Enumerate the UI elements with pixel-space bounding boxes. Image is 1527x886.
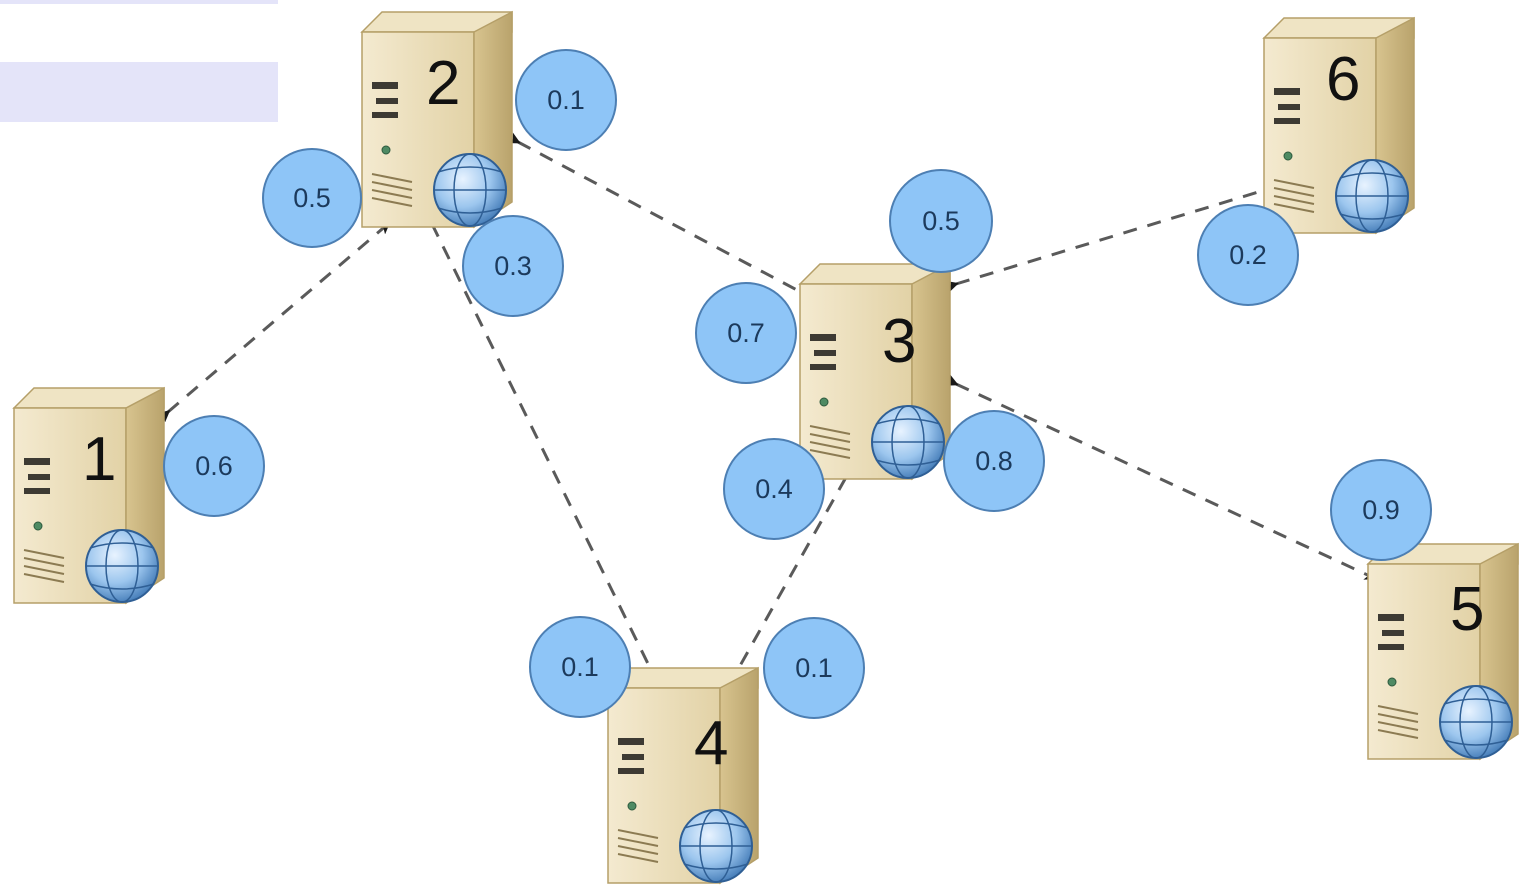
weight-badge-6-3: 0.2 [1197,204,1299,306]
weight-badge-2-1: 0.5 [262,148,362,248]
server-node-3[interactable]: 3 [799,263,951,480]
weight-value: 0.3 [494,251,532,281]
weight-value: 0.2 [1229,240,1267,270]
weight-value: 0.8 [975,446,1013,476]
server-number: 6 [1326,45,1360,114]
edge-2-3 [507,132,815,300]
edge-3-4 [730,445,868,683]
edge-3-6 [945,182,1281,293]
weight-value: 0.7 [727,318,765,348]
weight-badge-5-3: 0.9 [1330,459,1432,561]
server-with-globe-icon [13,387,165,604]
server-with-globe-icon [799,263,951,480]
weight-value: 0.1 [561,652,599,682]
edge-2-4 [422,213,658,683]
edges [157,132,1377,683]
weight-value: 0.1 [547,85,585,115]
server-with-globe-icon [361,11,513,228]
weight-badge-3-6: 0.5 [889,169,993,273]
weight-badge-3-4: 0.4 [723,438,825,540]
weight-badge-2-4: 0.3 [462,215,564,317]
weight-value: 0.5 [922,206,960,236]
weight-value: 0.6 [195,451,233,481]
weight-value: 0.4 [755,474,793,504]
server-node-1[interactable]: 1 [13,387,165,604]
server-node-5[interactable]: 5 [1367,543,1519,760]
weight-badge-1-2: 0.6 [163,415,265,517]
highlight-band-top [0,0,278,4]
server-node-4[interactable]: 4 [607,667,759,884]
weight-value: 0.5 [293,183,331,213]
server-number: 2 [426,49,460,118]
server-number: 5 [1450,575,1484,644]
server-number: 4 [694,709,728,778]
server-with-globe-icon [1367,543,1519,760]
weight-badge-3-5: 0.8 [943,410,1045,512]
highlight-band [0,62,278,122]
edge-1-2 [157,222,391,423]
server-number: 3 [882,307,916,376]
weight-badge-3-2: 0.7 [695,282,797,384]
weight-value: 0.9 [1362,495,1400,525]
weight-value: 0.1 [795,653,833,683]
weight-badge-4-3: 0.1 [763,617,865,719]
server-number: 1 [82,425,116,494]
weight-badge-4-2: 0.1 [529,616,631,718]
server-node-6[interactable]: 6 [1263,17,1415,234]
weight-badge-2-3: 0.1 [515,49,617,151]
edge-3-5 [945,374,1377,580]
server-with-globe-icon [607,667,759,884]
server-node-2[interactable]: 2 [361,11,513,228]
